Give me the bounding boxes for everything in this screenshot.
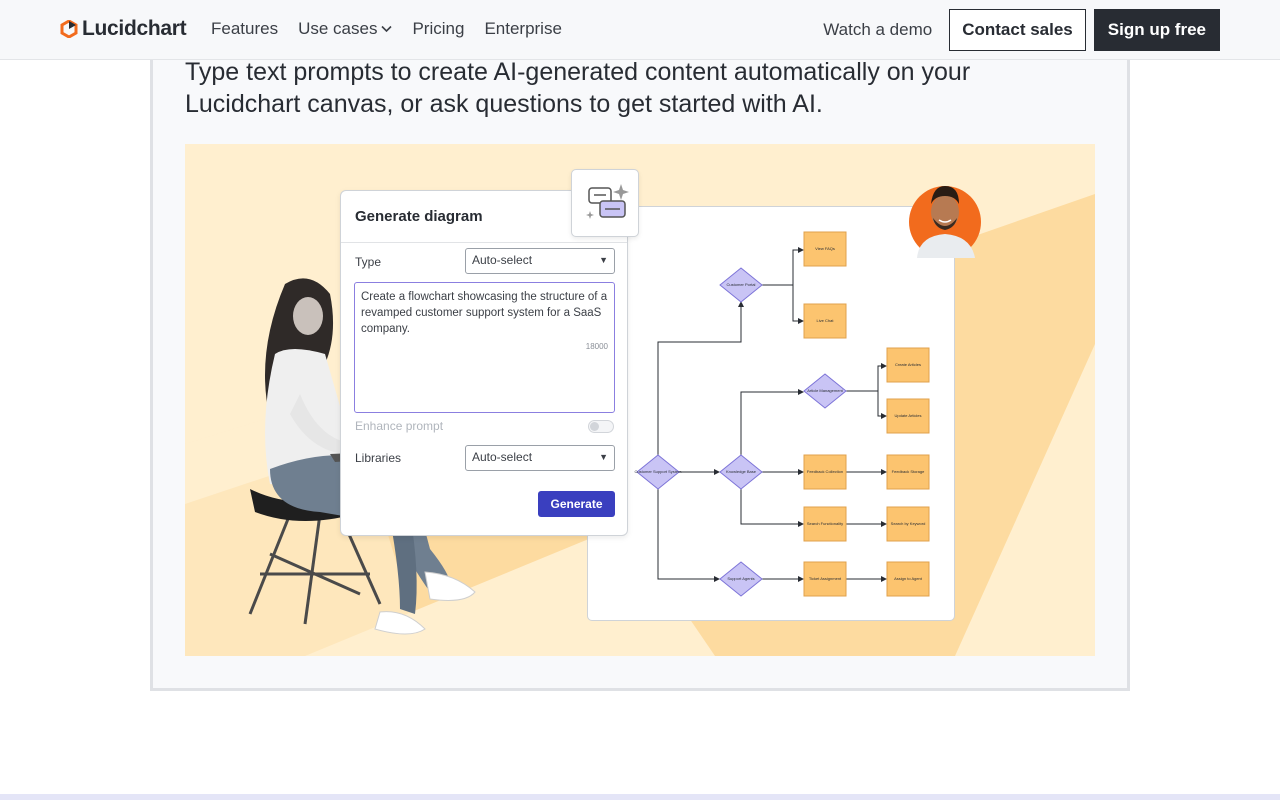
node-knowledge-base (719, 454, 763, 490)
lucidchart-logo-icon (60, 20, 78, 38)
label-knowledge-base: Knowledge Base (726, 469, 757, 474)
nav-actions: Watch a demo Contact sales Sign up free (823, 9, 1220, 51)
node-view-faqs (803, 231, 847, 267)
node-ticket-assignment (803, 561, 847, 597)
node-feedback-collection (803, 454, 847, 490)
nav-link-use-cases[interactable]: Use cases (298, 19, 393, 39)
watch-demo-link[interactable]: Watch a demo (823, 20, 933, 39)
node-create-articles (886, 347, 930, 383)
generated-flowchart: Customer Portal View FAQs Live Chat Cust… (587, 206, 955, 621)
next-section-edge (0, 794, 1280, 800)
ai-chat-badge (571, 169, 639, 237)
character-count: 18000 (585, 342, 608, 351)
label-feedback-storage: Feedback Storage (892, 469, 925, 474)
label-search-by-keyword: Search by Keyword (891, 521, 926, 526)
prompt-textarea[interactable]: Create a flowchart showcasing the struct… (354, 282, 615, 413)
node-live-chat (803, 303, 847, 339)
node-article-management (803, 373, 847, 409)
enhance-prompt-toggle[interactable] (588, 420, 614, 433)
lucidchart-logo[interactable]: Lucidchart (60, 17, 187, 41)
flowchart-svg: Customer Portal View FAQs Live Chat Cust… (635, 231, 930, 597)
label-live-chat: Live Chat (817, 318, 835, 323)
ai-sparkle-chat-icon (586, 184, 629, 219)
nav-link-features[interactable]: Features (211, 19, 279, 38)
sign-up-free-button[interactable]: Sign up free (1093, 9, 1220, 51)
libraries-select[interactable]: Auto-select ▼ (465, 445, 615, 471)
node-feedback-storage (886, 454, 930, 490)
label-search-functionality: Search Functionality (807, 521, 843, 526)
label-feedback-collection: Feedback Collection (807, 469, 843, 474)
ai-diagram-illustration: Customer Portal View FAQs Live Chat Cust… (185, 144, 1095, 656)
chevron-down-icon (381, 25, 393, 33)
logo-text: Lucidchart (82, 17, 187, 40)
enhance-prompt-label: Enhance prompt (355, 419, 444, 433)
node-customer-support-system (636, 454, 680, 490)
node-search-functionality (803, 506, 847, 542)
nav-links: Features Use cases Pricing Enterprise (211, 19, 562, 39)
nav-link-pricing[interactable]: Pricing (412, 19, 465, 38)
libraries-label: Libraries (355, 451, 402, 465)
feature-headline: Type text prompts to create AI-generated… (185, 58, 971, 118)
type-select[interactable]: Auto-select ▼ (465, 248, 615, 274)
panel-title: Generate diagram (355, 208, 483, 225)
panel-divider (341, 242, 627, 243)
caret-down-icon: ▼ (599, 255, 608, 265)
generate-button[interactable]: Generate (538, 491, 615, 517)
node-customer-portal (719, 267, 763, 303)
nav-link-use-cases-label: Use cases (298, 19, 378, 38)
woman-with-laptop-photo (248, 278, 476, 635)
contact-sales-button[interactable]: Contact sales (949, 9, 1086, 51)
nav-link-enterprise[interactable]: Enterprise (484, 19, 562, 38)
label-assign-to-agent: Assign to Agent (894, 576, 923, 581)
node-update-articles (886, 398, 930, 434)
label-article-management: Article Management (807, 388, 843, 393)
type-select-value: Auto-select (472, 253, 533, 267)
node-support-agents (719, 561, 763, 597)
label-support-agents: Support Agents (727, 576, 754, 581)
label-update-articles: Update Articles (895, 413, 922, 418)
node-search-by-keyword (886, 506, 930, 542)
label-customer-portal: Customer Portal (727, 282, 756, 287)
label-customer-support-system: Customer Support System (635, 469, 683, 474)
label-view-faqs: View FAQs (815, 246, 835, 251)
libraries-select-value: Auto-select (472, 450, 533, 464)
label-create-articles: Create Articles (895, 362, 921, 367)
prompt-text: Create a flowchart showcasing the struct… (361, 291, 608, 335)
type-label: Type (355, 255, 382, 269)
caret-down-icon: ▼ (599, 452, 608, 462)
top-nav: Lucidchart Features Use cases Pricing En… (0, 0, 1280, 60)
label-ticket-assignment: Ticket Assignment (809, 576, 842, 581)
generate-diagram-panel: Generate diagram Type Auto-select ▼ Crea… (340, 190, 628, 536)
node-assign-to-agent (886, 561, 930, 597)
man-avatar-photo (909, 186, 981, 258)
